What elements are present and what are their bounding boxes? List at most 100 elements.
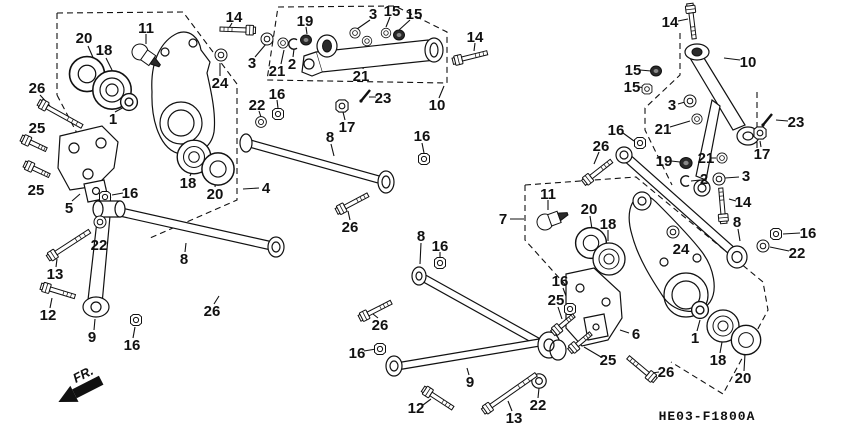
callout-label-21: 21 bbox=[269, 63, 286, 80]
bolt-26-mid-a bbox=[334, 191, 370, 216]
callout-label-22: 22 bbox=[91, 237, 108, 254]
callout-label-19: 19 bbox=[297, 13, 314, 30]
nut-16-a bbox=[272, 108, 284, 120]
callout-label-3: 3 bbox=[369, 6, 377, 23]
callout-label-15: 15 bbox=[406, 6, 423, 23]
callout-label-16: 16 bbox=[432, 238, 449, 255]
callout-label-15: 15 bbox=[624, 79, 641, 96]
callout-label-25: 25 bbox=[548, 292, 565, 309]
callout-label-13: 13 bbox=[47, 266, 64, 283]
bushing-upper-arm-left bbox=[424, 37, 444, 63]
nut-16-mid-b bbox=[374, 343, 386, 355]
nut-16-right-bracket bbox=[564, 303, 576, 315]
washer-21-right-a bbox=[691, 113, 703, 125]
bolt-14-right-top bbox=[685, 3, 699, 39]
cap-19-left bbox=[300, 34, 312, 46]
callout-label-16: 16 bbox=[800, 225, 817, 242]
washer-21-right-b bbox=[716, 152, 728, 164]
callout-label-11: 11 bbox=[138, 20, 154, 37]
washer-22-a bbox=[255, 116, 267, 128]
bolt-26-right-b bbox=[581, 157, 615, 186]
arm-9-middle bbox=[395, 337, 547, 371]
callout-label-6: 6 bbox=[632, 326, 640, 343]
callout-label-22: 22 bbox=[249, 97, 266, 114]
callout-label-18: 18 bbox=[710, 352, 727, 369]
nut-15-right bbox=[641, 83, 653, 95]
callout-label-3: 3 bbox=[668, 97, 676, 114]
cap-19-right bbox=[679, 156, 693, 170]
callout-label-16: 16 bbox=[269, 86, 286, 103]
bolt-12-left bbox=[40, 282, 77, 302]
suspension-arms-middle bbox=[374, 257, 567, 416]
callout-label-1: 1 bbox=[691, 330, 699, 347]
bracket-6 bbox=[565, 267, 623, 347]
callout-label-9: 9 bbox=[88, 329, 96, 346]
nut-17-right bbox=[753, 126, 767, 140]
callout-label-17: 17 bbox=[754, 146, 771, 163]
callout-label-18: 18 bbox=[180, 175, 197, 192]
callout-label-26: 26 bbox=[593, 138, 610, 155]
ring-20-right-low bbox=[730, 324, 762, 356]
callout-label-14: 14 bbox=[735, 194, 752, 211]
callout-label-25: 25 bbox=[29, 120, 46, 137]
washer-21-mid bbox=[361, 35, 373, 47]
bolt-26-right-a bbox=[625, 354, 658, 384]
callout-label-8: 8 bbox=[326, 129, 334, 146]
washer-24-right bbox=[666, 225, 680, 239]
callout-label-21: 21 bbox=[353, 68, 370, 85]
callout-label-21: 21 bbox=[655, 121, 672, 138]
nut-16-right-arm bbox=[634, 137, 646, 149]
washer-3-mid bbox=[349, 27, 361, 39]
fr-direction-arrow: FR. bbox=[58, 363, 104, 402]
callout-label-12: 12 bbox=[40, 307, 57, 324]
callout-label-26: 26 bbox=[658, 364, 675, 381]
callout-label-14: 14 bbox=[226, 9, 243, 26]
bracket-5 bbox=[57, 125, 119, 191]
bushing-3-right-b bbox=[712, 172, 726, 186]
callout-label-25: 25 bbox=[28, 182, 45, 199]
callout-label-23: 23 bbox=[788, 114, 805, 131]
washer-24-left bbox=[214, 48, 228, 62]
pin-23-left bbox=[358, 88, 372, 104]
callout-label-8: 8 bbox=[733, 214, 741, 231]
callout-label-8: 8 bbox=[417, 228, 425, 245]
bolt-13-left bbox=[45, 227, 92, 262]
washer-15-mid bbox=[380, 27, 392, 39]
callout-label-2: 2 bbox=[700, 171, 708, 188]
upper-arm-assembly-left bbox=[220, 24, 489, 165]
callout-label-26: 26 bbox=[204, 303, 221, 320]
callout-label-20: 20 bbox=[76, 30, 93, 47]
callout-label-9: 9 bbox=[466, 374, 474, 391]
callout-label-16: 16 bbox=[552, 273, 569, 290]
bolt-25-left-b bbox=[22, 160, 51, 180]
callout-label-14: 14 bbox=[467, 29, 484, 46]
suspension-arms-left bbox=[40, 133, 395, 326]
callout-label-12: 12 bbox=[408, 400, 425, 417]
bushing-1-right bbox=[690, 300, 710, 320]
diagram-code: HE03-F1800A bbox=[659, 409, 756, 424]
callout-label-20: 20 bbox=[735, 370, 752, 387]
left-knuckle-assembly bbox=[19, 31, 235, 203]
callout-label-17: 17 bbox=[339, 119, 356, 136]
callout-label-3: 3 bbox=[742, 168, 750, 185]
callout-label-13: 13 bbox=[506, 410, 523, 427]
cap-15-mid bbox=[393, 29, 405, 41]
callout-label-22: 22 bbox=[530, 397, 547, 414]
callout-label-7: 7 bbox=[499, 211, 507, 228]
assembly-outline-boxes bbox=[56, 5, 769, 395]
right-knuckle-assembly bbox=[534, 137, 782, 384]
callout-label-5: 5 bbox=[65, 200, 73, 217]
nut-16-b bbox=[418, 153, 430, 165]
knob-11-right bbox=[534, 205, 571, 233]
washer-22-right-end bbox=[756, 239, 770, 253]
callout-label-3: 3 bbox=[248, 55, 256, 72]
callout-label-4: 4 bbox=[262, 180, 271, 197]
washer-22-left bbox=[93, 215, 107, 229]
callout-label-26: 26 bbox=[29, 80, 46, 97]
washer-3-left bbox=[260, 32, 274, 46]
callout-label-16: 16 bbox=[414, 128, 431, 145]
callout-label-18: 18 bbox=[600, 216, 617, 233]
callout-label-22: 22 bbox=[789, 245, 806, 262]
